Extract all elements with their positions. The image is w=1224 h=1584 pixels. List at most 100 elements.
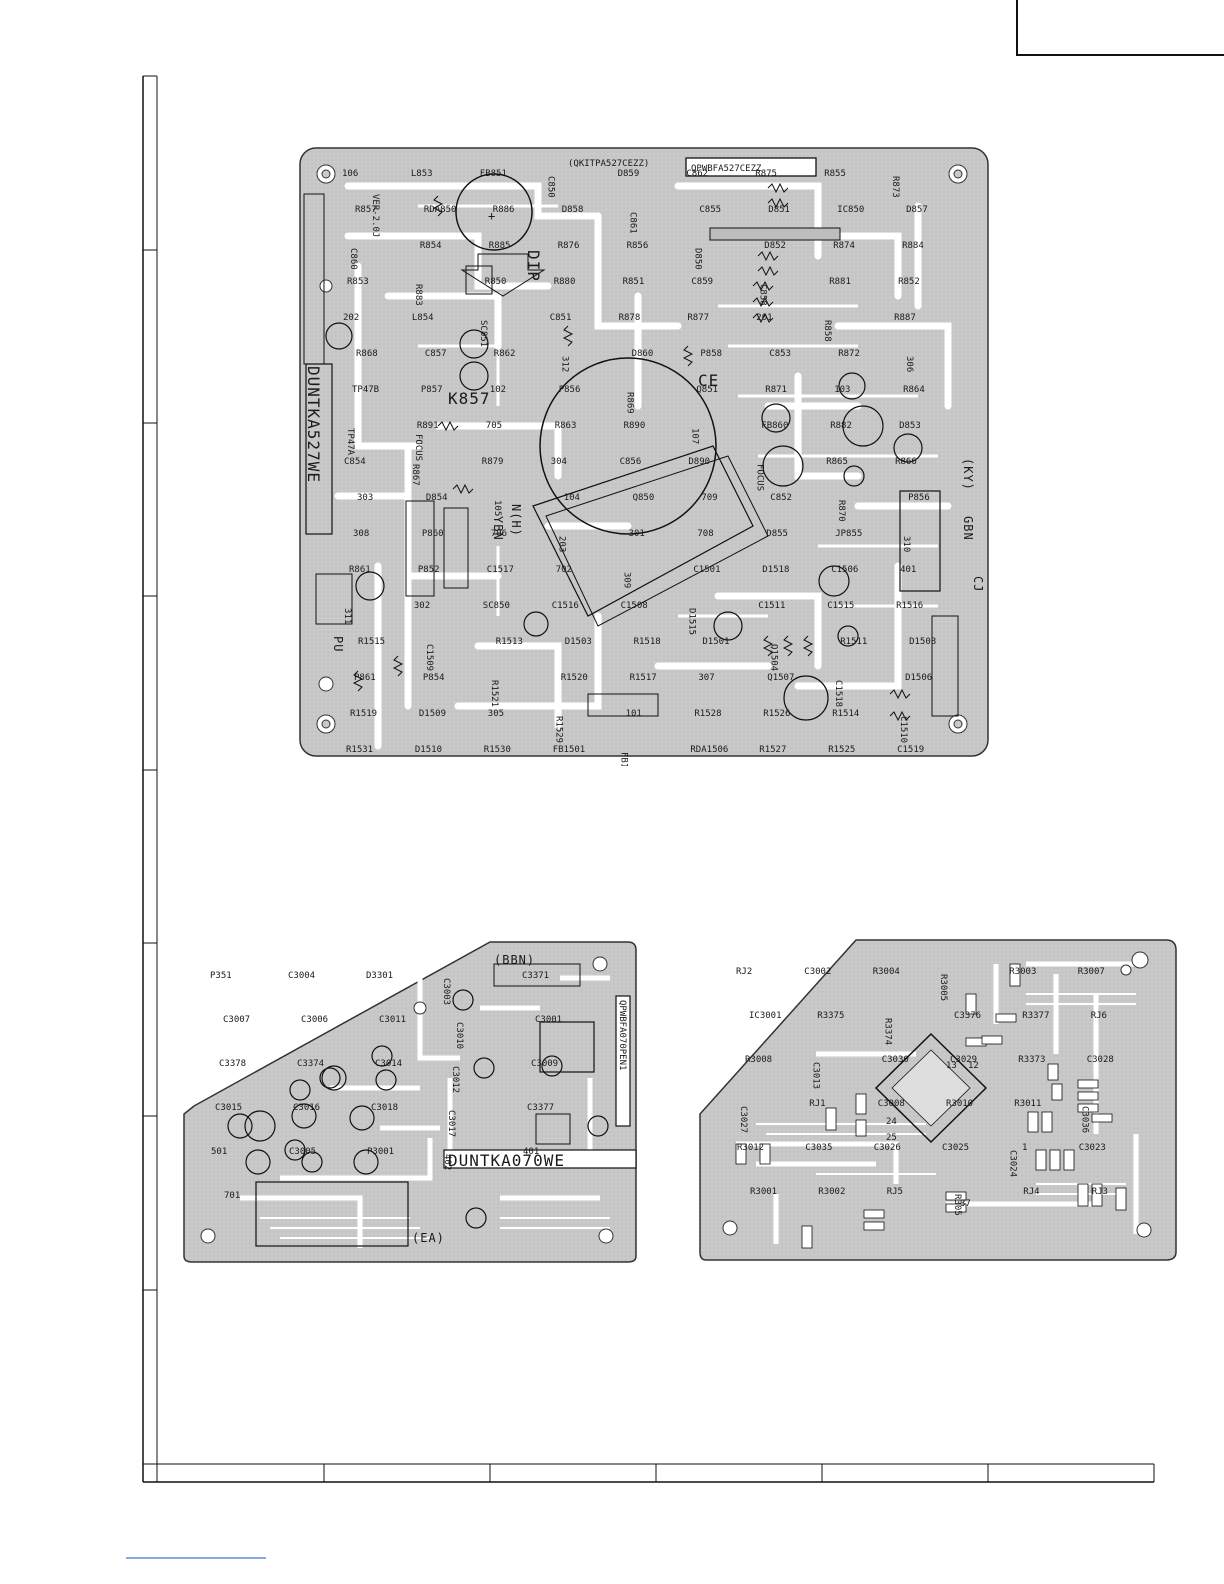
main-board-traces <box>334 182 952 750</box>
main-component-label: R872 <box>838 349 860 359</box>
main-component-label: D850 <box>692 248 702 270</box>
main-component-label: D857 <box>906 205 928 215</box>
main-component-label: R856 <box>627 241 649 251</box>
main-component-label: R864 <box>903 385 925 395</box>
sub-a-unit-name: DUNTKA070WE <box>448 1151 565 1170</box>
main-component-label: SC851 <box>478 320 488 347</box>
main-component-label: 708 <box>697 529 713 539</box>
sub-a-component-label: C3005 <box>289 1147 316 1157</box>
main-component-label: R862 <box>494 349 516 359</box>
main-component-label: 202 <box>343 313 359 323</box>
main-component-label: FB860 <box>761 421 788 431</box>
sub-b-component-label: RJ4 <box>1023 1187 1039 1197</box>
main-component-label: R880 <box>554 277 576 287</box>
main-component-label: 702 <box>556 565 572 575</box>
main-component-label: R885 <box>489 241 511 251</box>
sub-a-component-label: C3003 <box>441 978 451 1005</box>
main-component-label: R868 <box>356 349 378 359</box>
sub-a-component-label: C3001 <box>535 1015 562 1025</box>
main-component-label: FOCUS <box>754 464 764 491</box>
main-component-label: L853 <box>411 169 433 179</box>
sub-a-component-label: C3377 <box>527 1103 554 1113</box>
main-component-label: R1520 <box>561 673 588 683</box>
main-component-label: R854 <box>420 241 442 251</box>
main-component-label: Q1507 <box>767 673 794 683</box>
main-component-label: C859 <box>691 277 713 287</box>
main-component-label: D858 <box>562 205 584 215</box>
main-component-label: C1511 <box>758 601 785 611</box>
main-component-label: R891 <box>417 421 439 431</box>
main-component-label: 709 <box>701 493 717 503</box>
ybn-label: YBN <box>491 516 505 541</box>
main-component-label: D860 <box>632 349 654 359</box>
main-component-label: C861 <box>628 212 638 234</box>
sub-b-component-label: C3027 <box>738 1106 748 1133</box>
ic-pin-label: 1 <box>1022 1143 1027 1153</box>
sub-a-component-label: C3016 <box>293 1103 320 1113</box>
main-component-label: IC850 <box>837 205 864 215</box>
main-component-label: Q1504 <box>768 644 778 671</box>
main-component-label: C1501 <box>693 565 720 575</box>
sub-b-component-label: R3012 <box>737 1143 764 1153</box>
sub-b-component-label: R3001 <box>750 1187 777 1197</box>
main-component-label: R869 <box>625 392 635 414</box>
main-component-label: R1516 <box>896 601 923 611</box>
main-component-label: R878 <box>619 313 641 323</box>
main-component-label: 303 <box>357 493 373 503</box>
main-component-label: 106 <box>342 169 358 179</box>
sub-b-component-label: C3024 <box>1007 1150 1017 1177</box>
main-component-label: 312 <box>560 356 570 372</box>
sub-b-component-label: C3002 <box>804 967 831 977</box>
main-component-label: 304 <box>551 457 567 467</box>
main-component-label: P861 <box>354 673 376 683</box>
main-component-label: C850 <box>546 176 556 198</box>
main-component-label: R883 <box>413 284 423 306</box>
sub-b-component-label: R305 <box>952 1194 962 1216</box>
main-component-label: P858 <box>700 349 722 359</box>
capacitor-c855 <box>455 173 533 251</box>
main-component-label: D854 <box>426 493 448 503</box>
main-component-label: R1515 <box>358 637 385 647</box>
sub-a-component-label: 402 <box>442 1154 452 1170</box>
sub-b-component-label: RJ6 <box>1091 1011 1107 1021</box>
sub-a-ea-label: (EA) <box>412 1231 445 1245</box>
main-component-label: 201 <box>756 313 772 323</box>
sub-a-component-label: C3009 <box>531 1059 558 1069</box>
main-component-label: R1521 <box>489 680 499 707</box>
main-component-label: R870 <box>836 500 846 522</box>
ky-label: (KY) <box>961 458 975 491</box>
main-component-label: 305 <box>488 709 504 719</box>
main-component-label: P857 <box>421 385 443 395</box>
main-component-label: FB1501 <box>553 745 586 755</box>
sub-board-a-outline <box>183 941 637 1263</box>
main-component-label: R855 <box>824 169 846 179</box>
sub-b-component-label: RJ1 <box>809 1099 825 1109</box>
main-component-label: C857 <box>425 349 447 359</box>
sub-a-part-number: QPWBFA070PEN1 <box>617 1000 627 1070</box>
sub-b-component-label: C3013 <box>810 1062 820 1089</box>
main-component-label: R1530 <box>484 745 511 755</box>
main-component-label: R865 <box>826 457 848 467</box>
sub-a-component-label: C3371 <box>522 971 549 981</box>
sub-b-component-label: C3030 <box>882 1055 909 1065</box>
pu-label: PU <box>331 636 345 652</box>
main-component-label: R1527 <box>759 745 786 755</box>
sub-a-component-label: C3015 <box>215 1103 242 1113</box>
sub-b-component-label: RJ2 <box>736 967 752 977</box>
main-component-label: R877 <box>687 313 709 323</box>
main-component-label: D853 <box>899 421 921 431</box>
sub-b-component-label: C3029 <box>950 1055 977 1065</box>
main-component-label: R874 <box>833 241 855 251</box>
main-component-label: D1518 <box>762 565 789 575</box>
main-component-label: R1531 <box>346 745 373 755</box>
main-component-label: 104 <box>564 493 580 503</box>
ic-pin-label: 25 <box>886 1133 897 1143</box>
main-component-label: R1518 <box>634 637 661 647</box>
main-component-label: C1518 <box>833 680 843 707</box>
main-component-label: R857 <box>355 205 377 215</box>
sub-a-bbn-label: (BBN) <box>494 953 535 967</box>
main-component-label: R1513 <box>496 637 523 647</box>
